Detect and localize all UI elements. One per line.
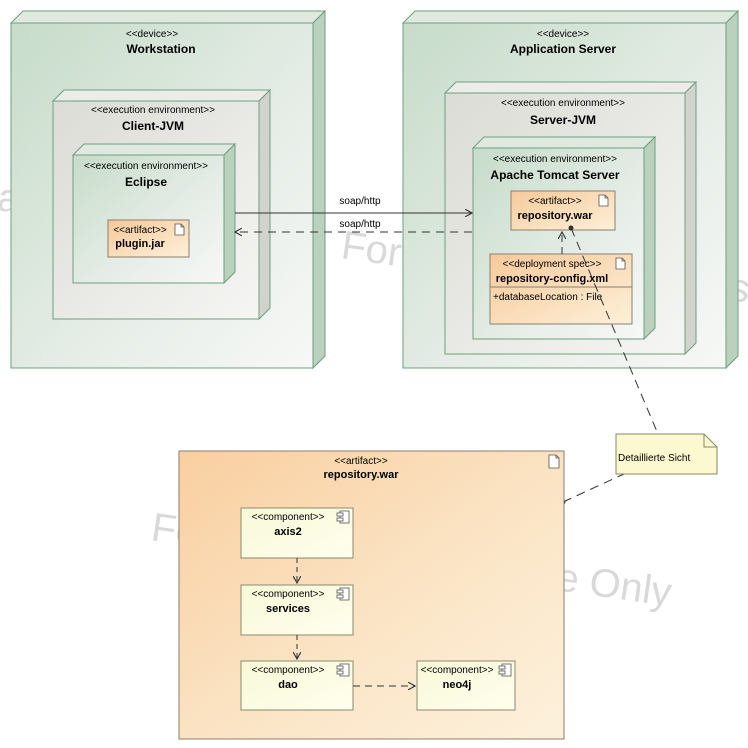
neo4j-name: neo4j [443,679,472,691]
repository-war-detail-stereotype: <<artifact>> [334,456,388,467]
client-jvm-stereotype: <<execution environment>> [91,105,215,116]
plugin-jar-name: plugin.jar [115,238,165,250]
dao-stereotype: <<component>> [252,665,325,676]
repository-war-detail-name: repository.war [324,469,400,481]
app-server-title: Application Server [510,42,616,56]
repository-war-name: repository.war [518,210,594,222]
component-axis2[interactable]: <<component>> axis2 [240,507,354,559]
component-icon [498,663,512,677]
component-icon [336,510,350,524]
client-jvm-title: Client-JVM [122,119,184,133]
neo4j-stereotype: <<component>> [421,665,494,676]
repo-config-name: repository-config.xml [496,273,608,285]
axis2-name: axis2 [274,526,302,538]
repository-war-artifact[interactable]: <<artifact>> repository.war [510,190,616,231]
watermark-fragment: For [339,223,405,275]
server-jvm-stereotype: <<execution environment>> [501,98,625,109]
soap-response-edge[interactable]: soap/http [235,219,472,232]
artifact-icon [174,223,185,236]
component-icon [336,663,350,677]
app-server-stereotype: <<device>> [537,29,589,40]
server-jvm-title: Server-JVM [530,113,596,127]
dao-name: dao [278,679,298,691]
tomcat-stereotype: <<execution environment>> [493,154,617,165]
repository-config-spec[interactable]: <<deployment spec>> repository-config.xm… [489,253,633,325]
eclipse-stereotype: <<execution environment>> [84,161,208,172]
note-anchor-line [562,473,625,503]
workstation-title: Workstation [126,42,195,56]
artifact-icon [548,454,560,469]
repository-war-stereotype: <<artifact>> [528,196,582,207]
services-stereotype: <<component>> [252,589,325,600]
artifact-icon [615,257,626,270]
soap-request-edge[interactable]: soap/http [235,196,472,213]
eclipse-node[interactable]: <<execution environment>> Eclipse [71,142,237,285]
note-anchor-line [570,227,659,435]
tomcat-title: Apache Tomcat Server [490,168,619,182]
repo-config-attribute: +databaseLocation : File [493,292,603,303]
plugin-jar-stereotype: <<artifact>> [113,225,167,236]
component-services[interactable]: <<component>> services [240,584,354,636]
eclipse-title: Eclipse [125,175,167,189]
component-dao[interactable]: <<component>> dao [240,660,354,711]
services-name: services [266,603,310,615]
note-anchor-dot [568,225,574,231]
note-text: Detaillierte Sicht [618,453,690,464]
component-icon [336,587,350,601]
repo-config-stereotype: <<deployment spec>> [503,259,602,270]
plugin-jar-artifact[interactable]: <<artifact>> plugin.jar [107,219,190,258]
axis2-stereotype: <<component>> [252,512,325,523]
note-detaillierte-sicht[interactable]: Detaillierte Sicht [615,433,718,475]
soap-request-label: soap/http [339,196,381,207]
watermark-fragment: e Only [554,555,675,615]
soap-response-label: soap/http [339,219,381,230]
artifact-icon [598,194,609,207]
workstation-stereotype: <<device>> [126,29,178,40]
component-neo4j[interactable]: <<component>> neo4j [416,660,516,711]
